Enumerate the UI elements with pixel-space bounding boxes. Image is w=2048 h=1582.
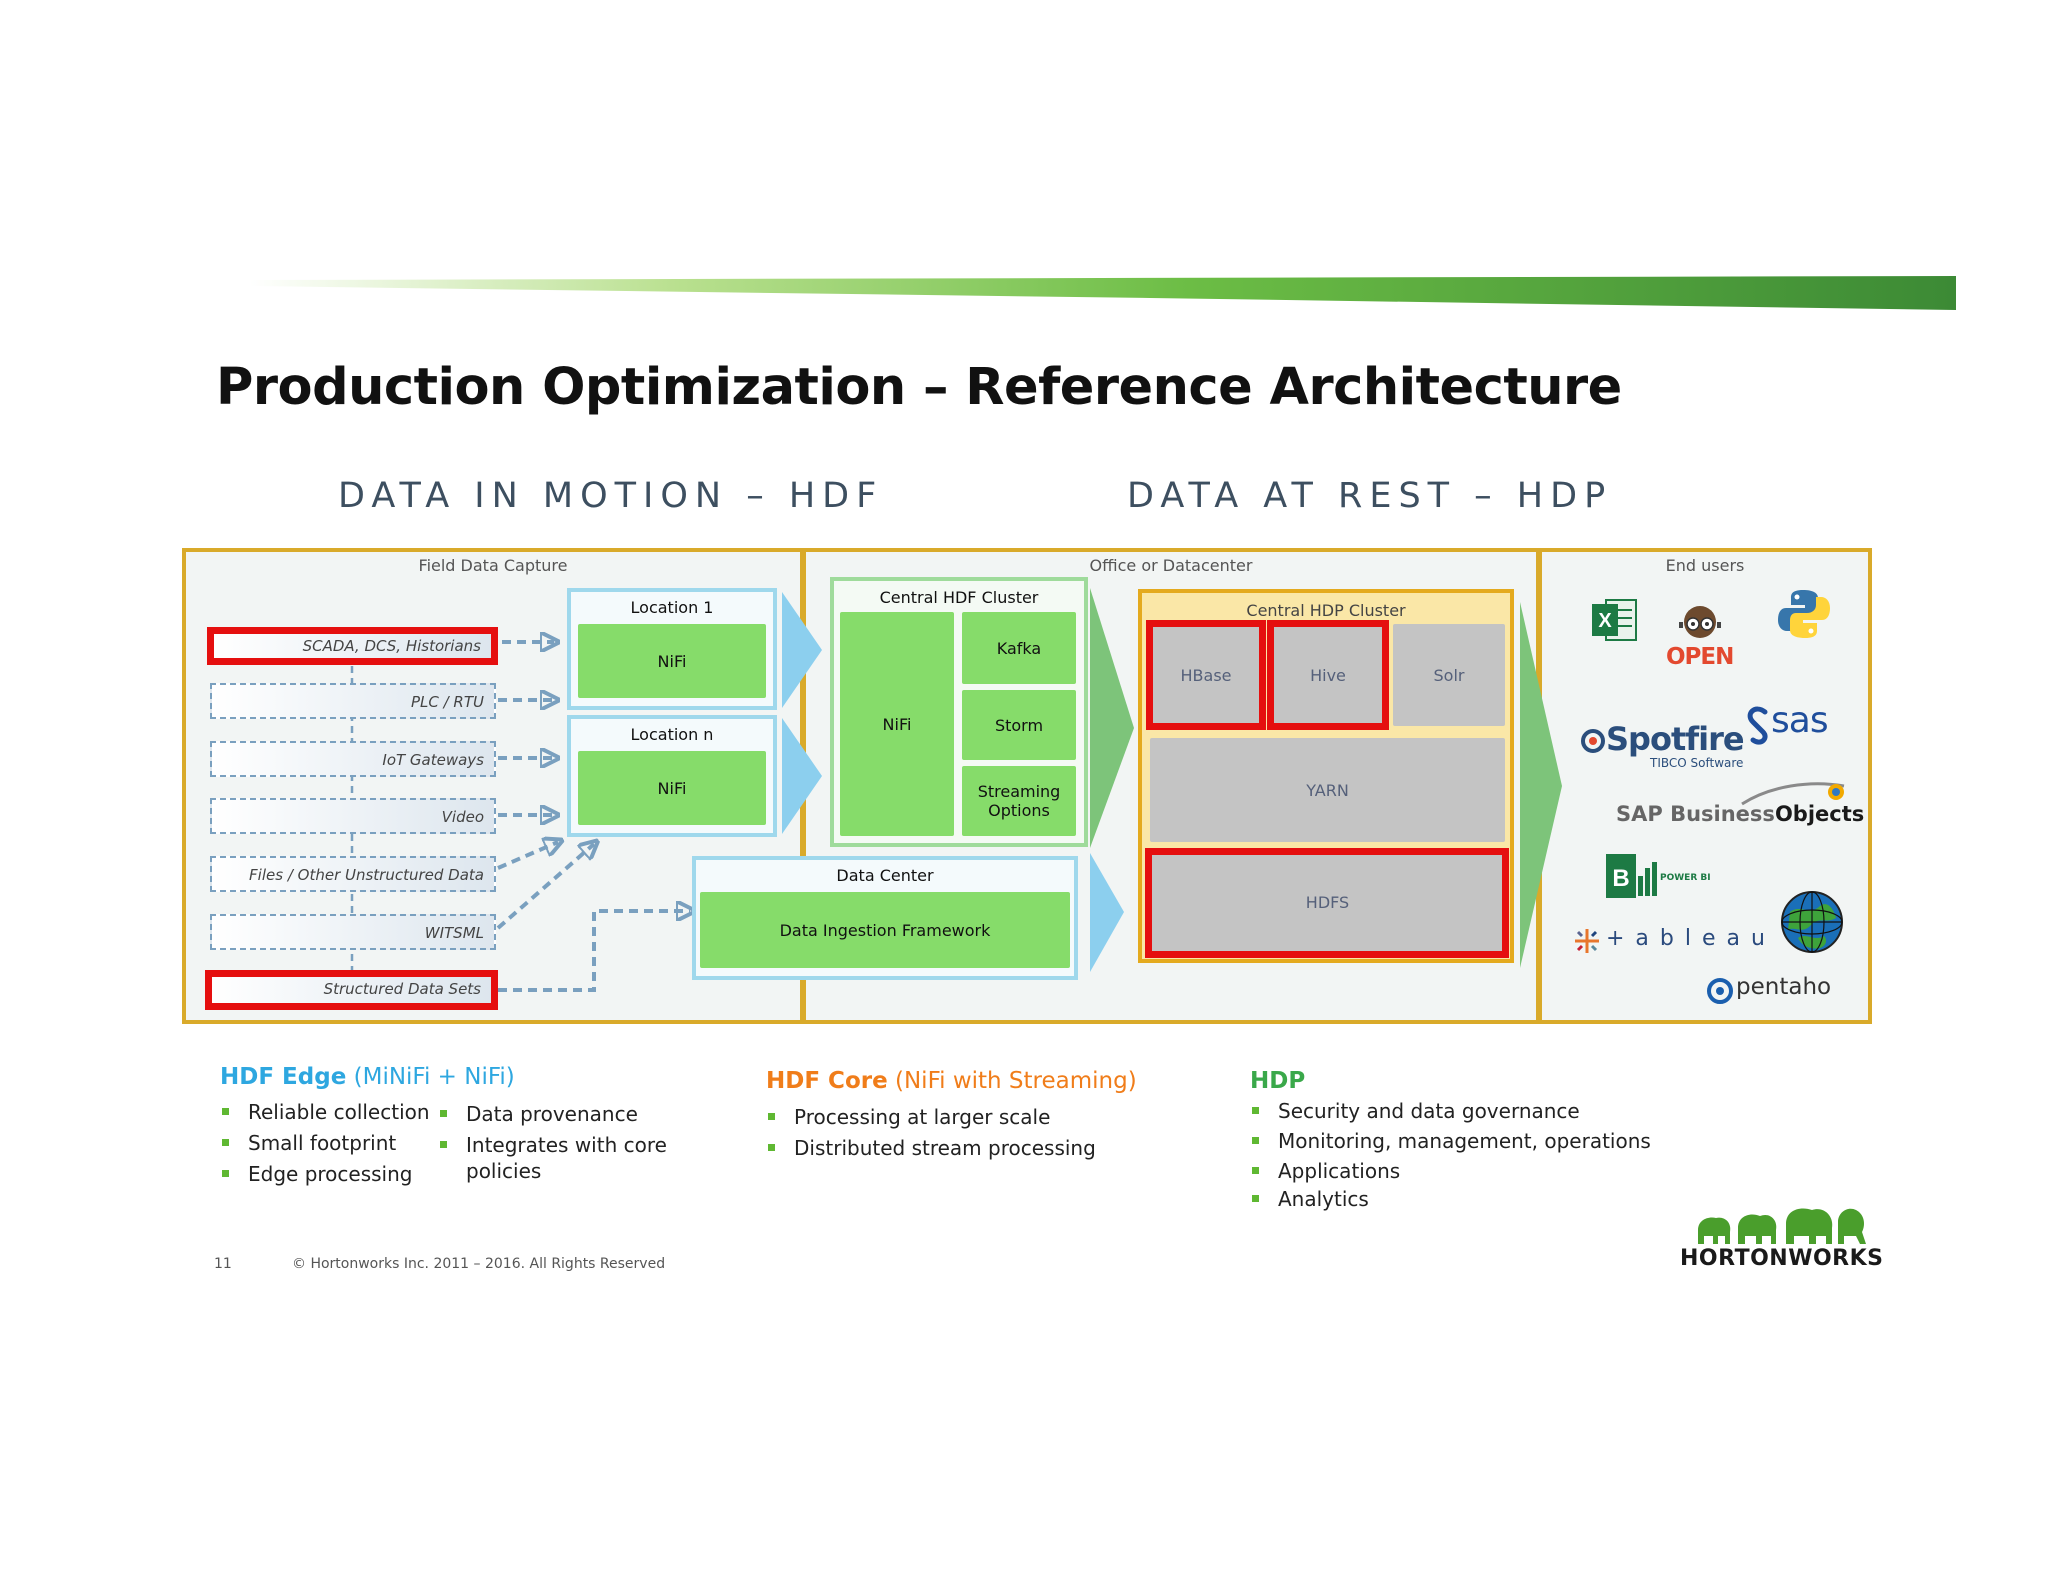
hdp-yarn: YARN	[1150, 738, 1505, 842]
copyright-text: © Hortonworks Inc. 2011 – 2016. All Righ…	[292, 1256, 666, 1272]
location-1-nifi: NiFi	[578, 624, 766, 698]
globe-logo	[1781, 891, 1843, 953]
hdp-hdfs: HDFS	[1150, 852, 1505, 952]
hdp-list: Security and data governance Monitoring,…	[1252, 1098, 1692, 1217]
location-n-title: Location n	[630, 725, 714, 744]
excel-logo: X	[1592, 599, 1637, 641]
slide-title: Production Optimization – Reference Arch…	[216, 358, 1622, 417]
source-witsml: WITSML	[210, 914, 496, 950]
list-item: Reliable collection	[222, 1099, 442, 1125]
data-center-title: Data Center	[836, 866, 934, 885]
list-item: Edge processing	[222, 1161, 442, 1187]
sap-swoosh-icon	[1741, 782, 1845, 806]
hdf-nifi: NiFi	[840, 612, 954, 836]
tableau-logo-text: + a b l e a u	[1606, 926, 1767, 951]
hdf-edge-list-2: Data provenance Integrates with core pol…	[440, 1101, 670, 1189]
location-n-nifi: NiFi	[578, 751, 766, 825]
hortonworks-elephants-icon	[1698, 1208, 1866, 1244]
hdf-core-list: Processing at larger scale Distributed s…	[768, 1104, 1108, 1166]
hdf-storm: Storm	[962, 690, 1076, 760]
central-hdp-cluster-title: Central HDP Cluster	[1246, 601, 1406, 620]
section-hdf-edge-bold: HDF Edge	[220, 1064, 347, 1090]
source-video: Video	[210, 798, 496, 834]
list-item: Processing at larger scale	[768, 1104, 1108, 1130]
spotfire-logo-text: Spotfire	[1606, 720, 1745, 758]
tableau-icon	[1575, 929, 1599, 953]
hdp-solr: Solr	[1393, 624, 1505, 726]
hdf-kafka: Kafka	[962, 612, 1076, 684]
sas-logo-text: sas	[1771, 700, 1829, 741]
svg-text:B: B	[1612, 865, 1629, 892]
section-hdf-edge-rest: (MiNiFi + NiFi)	[346, 1064, 515, 1090]
hdp-hbase: HBase	[1150, 624, 1262, 726]
section-hdp-title: HDP	[1250, 1068, 1305, 1094]
sap-objects-text: Objects	[1774, 802, 1865, 826]
section-hdf-core-bold: HDF Core	[766, 1068, 888, 1094]
list-item: Data provenance	[440, 1101, 670, 1127]
pentaho-icon	[1707, 978, 1733, 1004]
page-number: 11	[214, 1256, 232, 1272]
source-plc-rtu: PLC / RTU	[210, 683, 496, 719]
open-logo-mascot	[1679, 606, 1721, 638]
section-hdp-bold: HDP	[1250, 1068, 1306, 1094]
hortonworks-logo-text: HORTONWORKS	[1680, 1246, 1884, 1271]
section-hdf-core-title: HDF Core (NiFi with Streaming)	[766, 1068, 1137, 1094]
hbase-highlight	[1146, 620, 1266, 730]
hdfs-highlight	[1145, 848, 1509, 958]
heading-data-in-motion: DATA IN MOTION – HDF	[338, 476, 884, 516]
power-bi-logo-text: POWER BI	[1660, 873, 1711, 883]
hive-highlight	[1267, 620, 1389, 730]
list-item: Applications	[1252, 1158, 1692, 1184]
list-item: Distributed stream processing	[768, 1135, 1108, 1161]
office-datacenter-label: Office or Datacenter	[1089, 556, 1253, 575]
hdp-hive: Hive	[1272, 624, 1384, 726]
source-iot-gateways: IoT Gateways	[210, 741, 496, 777]
power-bi-icon: B	[1606, 854, 1657, 898]
hdf-streaming-options: Streaming Options	[962, 766, 1076, 836]
diagram-connectors	[350, 588, 1562, 992]
source-structured-data-sets: Structured Data Sets	[205, 970, 498, 1010]
section-hdf-edge-title: HDF Edge (MiNiFi + NiFi)	[220, 1064, 515, 1090]
sap-businessobjects-logo: SAP BusinessObjects	[1616, 802, 1864, 826]
spotfire-icon	[1581, 729, 1605, 753]
header-green-bar	[250, 276, 1956, 310]
section-hdf-core-rest: (NiFi with Streaming)	[887, 1068, 1137, 1094]
list-item: Analytics	[1252, 1186, 1692, 1212]
central-hdf-cluster-title: Central HDF Cluster	[879, 588, 1039, 607]
list-item: Monitoring, management, operations	[1252, 1128, 1692, 1154]
sap-business-text: SAP Business	[1616, 802, 1775, 826]
location-1-title: Location 1	[630, 598, 714, 617]
hdf-edge-list-1: Reliable collection Small footprint Edge…	[222, 1099, 442, 1192]
list-item: Integrates with core policies	[440, 1132, 670, 1184]
svg-text:X: X	[1598, 610, 1612, 632]
end-users-label: End users	[1665, 556, 1745, 575]
spotfire-logo-sub: TIBCO Software	[1650, 756, 1744, 770]
python-logo	[1778, 590, 1830, 638]
sas-icon	[1747, 706, 1768, 745]
list-item: Small footprint	[222, 1130, 442, 1156]
heading-data-at-rest: DATA AT REST – HDP	[1127, 476, 1613, 516]
source-scada-dcs-historians: SCADA, DCS, Historians	[207, 627, 498, 665]
field-data-capture-label: Field Data Capture	[418, 556, 568, 575]
pentaho-logo-text: pentaho	[1736, 974, 1832, 1000]
data-ingestion-framework: Data Ingestion Framework	[700, 892, 1070, 968]
list-item: Security and data governance	[1252, 1098, 1692, 1124]
source-files-unstructured: Files / Other Unstructured Data	[210, 856, 496, 892]
open-logo-text: OPEN	[1666, 644, 1734, 670]
